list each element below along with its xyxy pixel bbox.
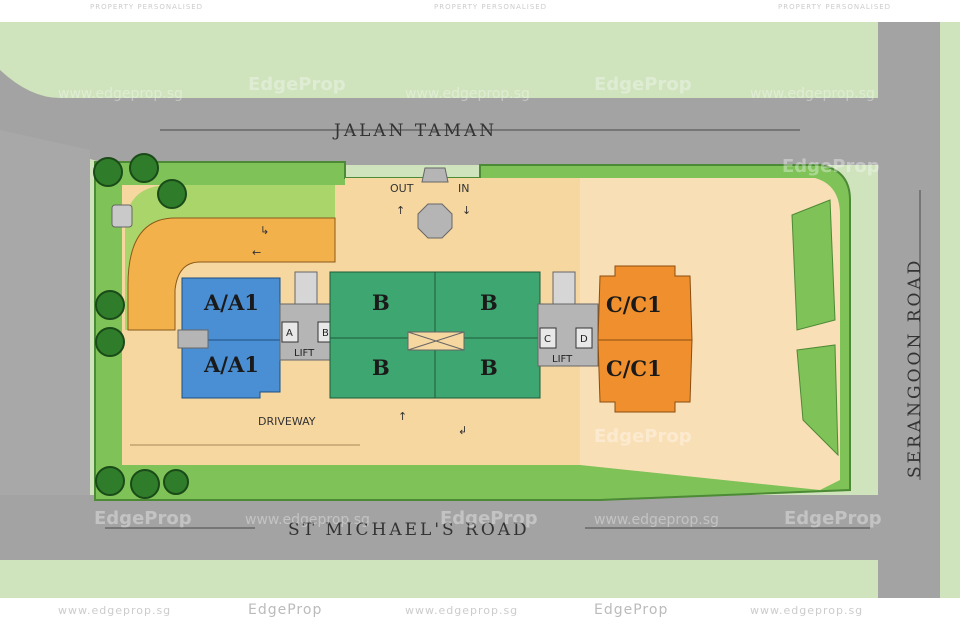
watermark-tagline: PROPERTY PERSONALISED bbox=[778, 3, 891, 11]
road-label-north: JALAN TAMAN bbox=[332, 121, 497, 141]
bottom-strip bbox=[0, 598, 960, 621]
lift-d-box bbox=[575, 327, 593, 349]
watermark-brand: EdgeProp bbox=[594, 426, 692, 447]
watermark-tagline: PROPERTY PERSONALISED bbox=[90, 3, 203, 11]
ramp-arrow: ← bbox=[252, 246, 261, 259]
in-arrow: ↓ bbox=[462, 204, 471, 217]
ramp-arrow: ↳ bbox=[260, 224, 269, 237]
block-a-lower-label: A/A1 bbox=[203, 352, 259, 377]
tree-icon bbox=[129, 153, 159, 183]
core-cross bbox=[407, 331, 465, 351]
block-b-upper-right bbox=[434, 271, 541, 339]
watermark-url: www.edgeprop.sg bbox=[405, 604, 518, 617]
stair-left bbox=[294, 271, 318, 305]
utility-box bbox=[111, 204, 133, 228]
block-b-upper-left-label: B bbox=[372, 290, 390, 315]
tree-icon bbox=[130, 469, 160, 499]
planter-east-lower bbox=[796, 344, 839, 457]
watermark-tagline: PROPERTY PERSONALISED bbox=[434, 3, 547, 11]
carpark-ramp bbox=[127, 217, 336, 331]
lift-a-box bbox=[281, 321, 299, 343]
tree-icon bbox=[93, 157, 123, 187]
watermark-url: www.edgeprop.sg bbox=[750, 604, 863, 617]
block-c-lower bbox=[597, 339, 693, 413]
roundabout-shelter bbox=[417, 203, 453, 239]
block-b-lower-right-label: B bbox=[480, 355, 498, 380]
lift-a-letter: A bbox=[286, 328, 293, 339]
driveway-arrow: ↑ bbox=[398, 410, 407, 423]
watermark-brand: EdgeProp bbox=[248, 74, 346, 95]
out-label: OUT bbox=[390, 182, 414, 195]
lift-b-letter: B bbox=[322, 328, 329, 339]
watermark-brand: EdgeProp bbox=[440, 508, 538, 529]
block-a-upper-label: A/A1 bbox=[203, 290, 259, 315]
driveway-arrow: ↲ bbox=[458, 424, 467, 437]
in-label: IN bbox=[458, 182, 469, 195]
road-jalan-taman bbox=[0, 70, 880, 165]
top-strip bbox=[0, 0, 960, 22]
watermark-brand: EdgeProp bbox=[594, 602, 668, 618]
lift-left-label: LIFT bbox=[294, 348, 315, 359]
road-label-south: ST MICHAEL'S ROAD bbox=[288, 520, 530, 540]
lift-d-letter: D bbox=[580, 334, 588, 345]
tree-icon bbox=[95, 466, 125, 496]
road-west-link bbox=[0, 130, 90, 495]
lift-c-box bbox=[539, 327, 557, 349]
block-c-lower-label: C/C1 bbox=[606, 356, 662, 381]
watermark-url: www.edgeprop.sg bbox=[58, 604, 171, 617]
road-label-east: SERANGOON ROAD bbox=[905, 258, 925, 478]
watermark-brand: EdgeProp bbox=[784, 508, 882, 529]
tree-icon bbox=[95, 327, 125, 357]
tree-icon bbox=[163, 469, 189, 495]
watermark-url: www.edgeprop.sg bbox=[594, 512, 719, 528]
guardhouse bbox=[421, 167, 449, 183]
planter-east-upper bbox=[791, 199, 836, 331]
watermark-brand: EdgeProp bbox=[594, 74, 692, 95]
block-b-lower-left-label: B bbox=[372, 355, 390, 380]
watermark-brand: EdgeProp bbox=[782, 156, 880, 177]
watermark-brand: EdgeProp bbox=[248, 602, 322, 618]
out-arrow: ↑ bbox=[396, 204, 405, 217]
watermark-brand: EdgeProp bbox=[94, 508, 192, 529]
watermark-url: www.edgeprop.sg bbox=[58, 86, 183, 102]
lift-c-letter: C bbox=[544, 334, 551, 345]
driveway-label: DRIVEWAY bbox=[258, 415, 316, 428]
watermark-url: www.edgeprop.sg bbox=[750, 86, 875, 102]
block-b-upper-right-label: B bbox=[480, 290, 498, 315]
watermark-url: www.edgeprop.sg bbox=[405, 86, 530, 102]
tree-icon bbox=[157, 179, 187, 209]
tree-icon bbox=[95, 290, 125, 320]
watermark-url: www.edgeprop.sg bbox=[245, 512, 370, 528]
block-c-upper-label: C/C1 bbox=[606, 292, 662, 317]
block-a-notch bbox=[177, 329, 209, 349]
lift-right-label: LIFT bbox=[552, 354, 573, 365]
stair-right bbox=[552, 271, 576, 305]
